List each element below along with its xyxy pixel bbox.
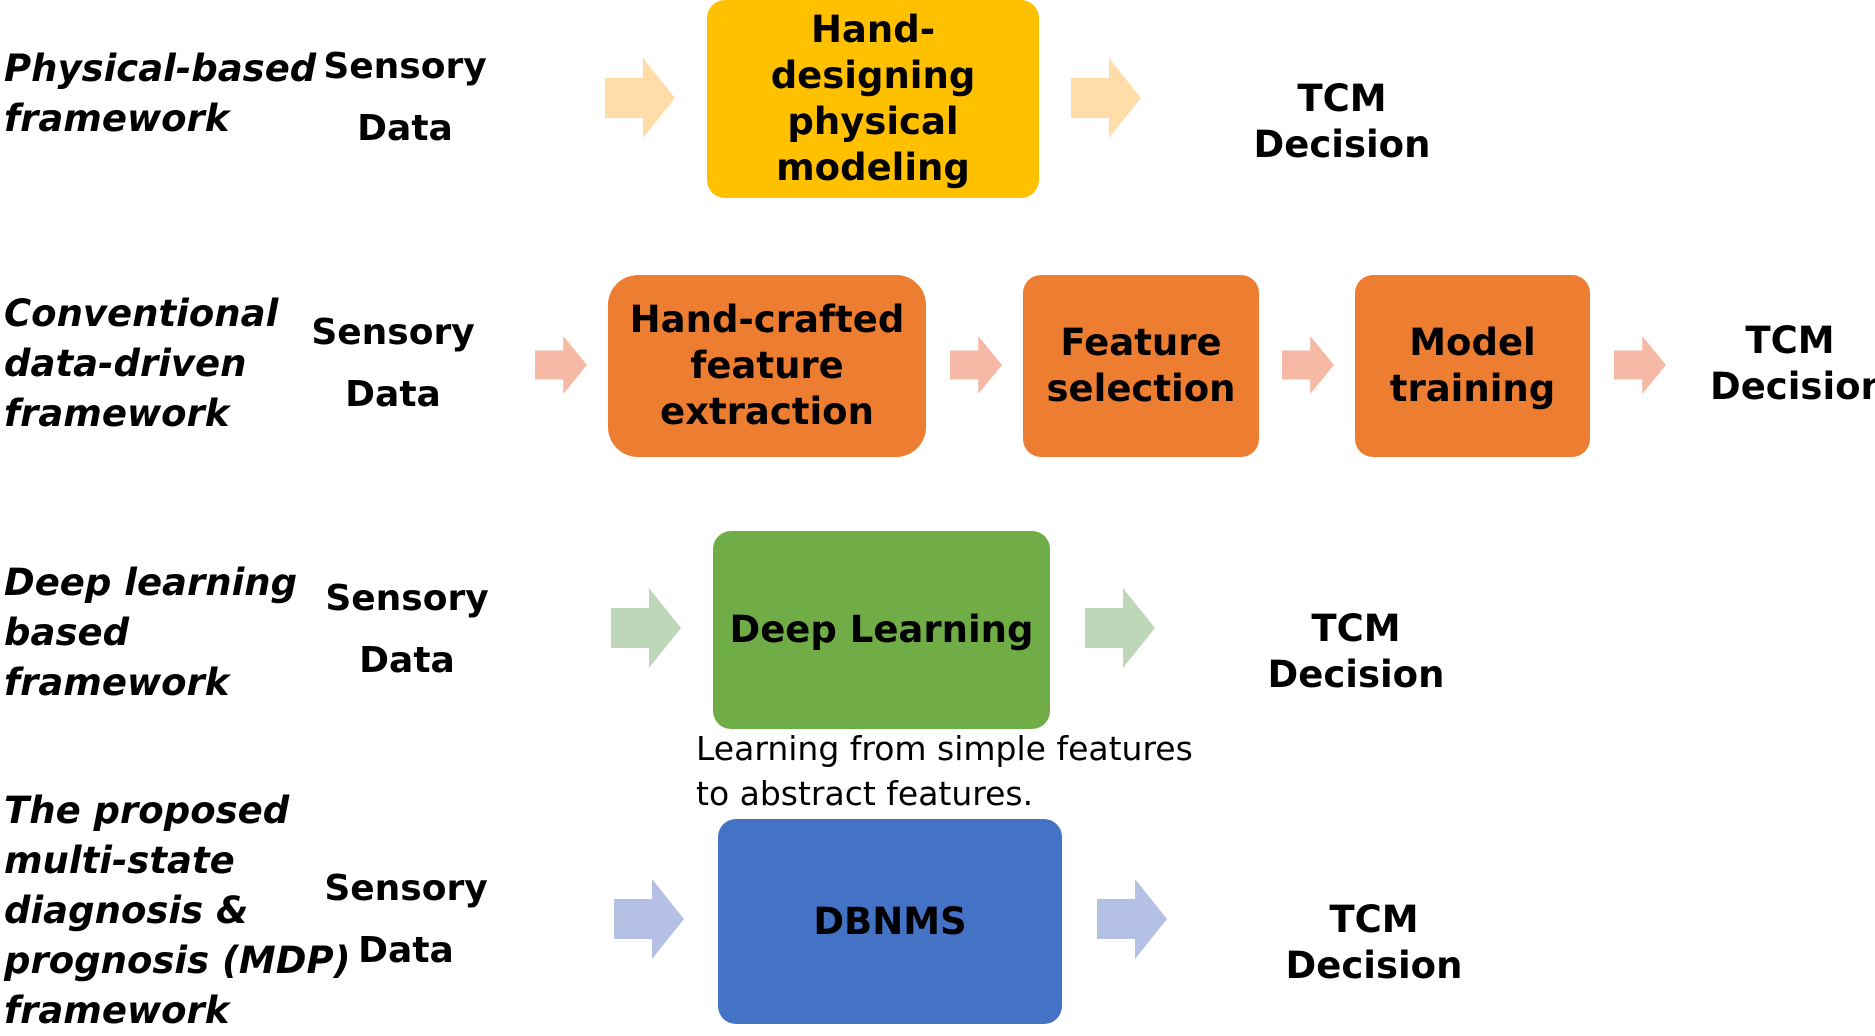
feature-selection-label: Feature selection — [1046, 321, 1236, 410]
arrow-icon — [535, 336, 587, 394]
deep-learning-box: Deep Learning — [713, 531, 1050, 729]
tcm-decision-conventional: TCM Decision — [1710, 319, 1875, 408]
arrow-icon — [1085, 588, 1155, 668]
feature-extraction-box: Hand-crafted feature extraction — [608, 275, 926, 457]
arrow-icon — [1614, 336, 1666, 394]
physical-modeling-label: Hand-designing physical modeling — [770, 8, 976, 189]
arrow-icon — [1282, 336, 1334, 394]
sensory-data-mdp: Sensory Data — [324, 868, 488, 971]
feature-selection-box: Feature selection — [1023, 275, 1259, 457]
sensory-data-deep: Sensory Data — [325, 578, 489, 681]
framework-label-conventional: Conventional data-driven framework — [4, 292, 279, 435]
arrow-icon — [611, 588, 681, 668]
deep-learning-caption: Learning from simple features to abstrac… — [696, 729, 1193, 813]
deep-learning-label: Deep Learning — [729, 608, 1034, 651]
tcm-decision-physical: TCM Decision — [1253, 77, 1431, 166]
physical-modeling-box: Hand-designing physical modeling — [707, 0, 1039, 198]
dbnms-box: DBNMS — [718, 819, 1062, 1024]
tcm-decision-deep: TCM Decision — [1267, 607, 1445, 696]
sensory-data-physical: Sensory Data — [323, 46, 487, 149]
arrow-icon — [614, 879, 684, 959]
dbnms-label: DBNMS — [813, 899, 967, 943]
tcm-decision-mdp: TCM Decision — [1285, 898, 1463, 987]
framework-label-physical: Physical-based framework — [4, 47, 317, 140]
sensory-data-conventional: Sensory Data — [311, 312, 475, 415]
arrow-icon — [1071, 58, 1141, 138]
model-training-box: Model training — [1355, 275, 1590, 457]
arrow-icon — [950, 336, 1002, 394]
arrow-icon — [1097, 879, 1167, 959]
framework-label-mdp: The proposed multi-state diagnosis & pro… — [4, 789, 351, 1032]
arrow-icon — [605, 58, 675, 138]
framework-label-deep: Deep learning based framework — [4, 561, 298, 704]
model-training-label: Model training — [1389, 321, 1556, 410]
feature-extraction-label: Hand-crafted feature extraction — [629, 298, 905, 433]
